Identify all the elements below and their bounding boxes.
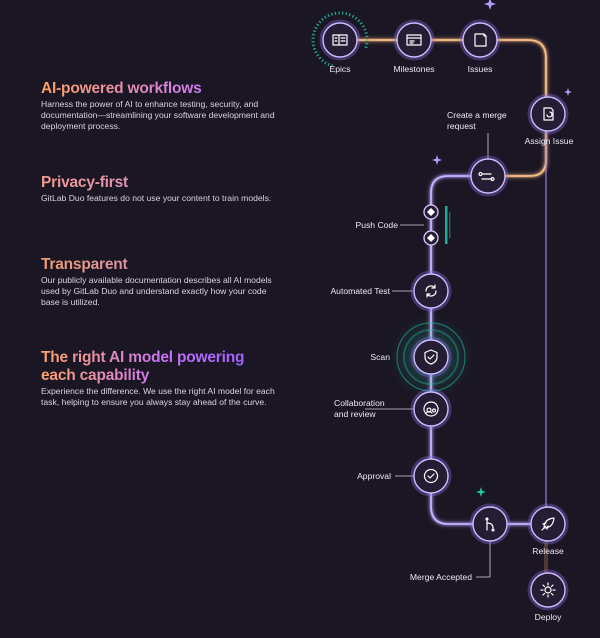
node-circle — [413, 273, 449, 309]
feature-description: Our publicly available documentation des… — [41, 275, 272, 307]
node-circle — [413, 458, 449, 494]
shield-check-icon — [424, 349, 438, 365]
rocket-icon — [541, 517, 555, 531]
feature-privacy-first: Privacy-first GitLab Duo features do not… — [41, 174, 286, 204]
epics-icon — [332, 34, 348, 46]
node-merge-request[interactable] — [467, 155, 509, 197]
node-assign-issue[interactable] — [527, 93, 569, 135]
node-approval[interactable] — [410, 455, 452, 497]
node-milestones[interactable] — [393, 19, 435, 61]
node-circle — [462, 22, 498, 58]
label-milestones: Milestones — [393, 64, 435, 74]
label-merge-accepted: Merge Accepted — [409, 572, 472, 582]
feature-transparent: Transparent Our publicly available docum… — [41, 256, 286, 308]
label-epics: Epics — [329, 64, 351, 74]
node-merge-accepted[interactable] — [469, 503, 511, 545]
node-circle — [470, 158, 506, 194]
label-collaboration-review: Collaboration and review — [334, 398, 385, 419]
label-leaders — [365, 133, 491, 578]
assign-issue-icon — [543, 107, 554, 121]
merge-icon — [485, 517, 495, 532]
push-indicator — [445, 206, 448, 244]
feature-title: AI-powered workflows — [41, 80, 286, 98]
label-scan: Scan — [370, 352, 390, 362]
node-circle — [413, 339, 449, 375]
commit-node[interactable] — [423, 230, 439, 246]
node-circle — [322, 22, 358, 58]
node-automated-test[interactable] — [410, 270, 452, 312]
node-issues[interactable] — [459, 19, 501, 61]
label-push-code: Push Code — [355, 220, 398, 230]
commit-node[interactable] — [423, 204, 439, 220]
label-deploy: Deploy — [534, 612, 562, 622]
issues-icon — [474, 33, 487, 47]
feature-right-ai-model: The right AI model powering each capabil… — [41, 349, 281, 408]
merge-request-icon — [478, 172, 495, 182]
node-release[interactable] — [527, 503, 569, 545]
push-indicator-secondary — [449, 212, 451, 238]
label-issues: Issues — [467, 64, 493, 74]
label-automated-test: Automated Test — [330, 286, 390, 296]
milestones-icon — [406, 34, 422, 46]
feature-description: Harness the power of AI to enhance testi… — [41, 99, 275, 131]
node-collaboration[interactable] — [410, 388, 452, 430]
gear-icon — [540, 582, 556, 598]
label-merge-request: Create a merge request — [447, 110, 507, 131]
retry-icon — [425, 284, 437, 298]
node-circle — [530, 96, 566, 132]
users-icon — [423, 401, 439, 417]
sparkle-decorations — [432, 0, 572, 497]
feature-title: The right AI model powering each capabil… — [41, 349, 281, 385]
node-deploy[interactable] — [527, 569, 569, 611]
feature-title: Transparent — [41, 256, 286, 274]
node-scan[interactable] — [410, 336, 452, 378]
feature-description: GitLab Duo features do not use your cont… — [41, 193, 272, 203]
check-circle-icon — [423, 468, 439, 484]
node-circle — [396, 22, 432, 58]
label-release: Release — [532, 546, 564, 556]
feature-title: Privacy-first — [41, 174, 286, 192]
node-epics[interactable] — [319, 19, 361, 61]
node-circle — [530, 572, 566, 608]
feature-ai-workflows: AI-powered workflows Harness the power o… — [41, 80, 286, 132]
node-circle — [530, 506, 566, 542]
feature-description: Experience the difference. We use the ri… — [41, 386, 275, 407]
label-approval: Approval — [357, 471, 391, 481]
label-assign-issue: Assign Issue — [524, 136, 574, 146]
